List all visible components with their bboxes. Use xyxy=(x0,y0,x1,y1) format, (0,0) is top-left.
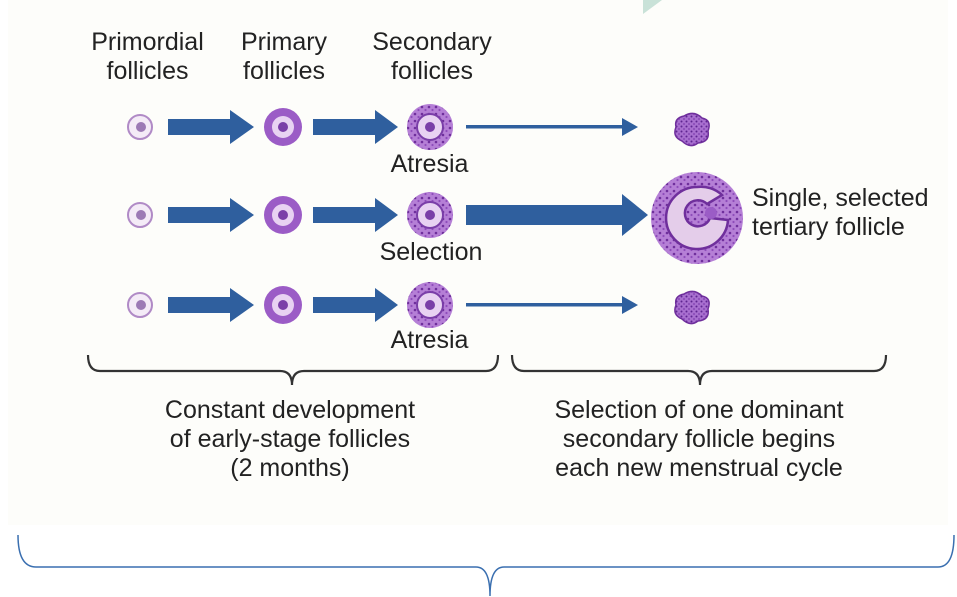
tertiary-label-line1: Single, selected xyxy=(752,184,929,212)
bottom-right-line2: secondary follicle begins xyxy=(562,425,836,453)
thick-arrow-to-tertiary-icon xyxy=(466,194,648,236)
arrow-primordial-to-primary-icon xyxy=(168,110,254,144)
atretic-follicle-icon xyxy=(674,112,710,147)
row-3-fate-label: Atresia xyxy=(390,326,469,354)
header-primary-line1: Primary xyxy=(240,28,328,56)
bottom-right-line1: Selection of one dominant xyxy=(554,396,844,424)
row-2 xyxy=(127,172,743,264)
header-secondary: Secondary follicles xyxy=(357,28,507,86)
secondary-follicle-icon xyxy=(407,104,453,150)
header-secondary-line1: Secondary xyxy=(372,28,492,56)
primordial-follicle-icon xyxy=(127,202,153,228)
primary-follicle-icon xyxy=(264,108,302,146)
row-2-fate-label: Selection xyxy=(379,238,483,266)
primordial-follicle-icon xyxy=(127,114,153,140)
header-primary: Primary follicles xyxy=(228,28,340,86)
primary-follicle-icon xyxy=(264,196,302,234)
bottom-right-line3: each new menstrual cycle xyxy=(555,454,843,482)
row-3 xyxy=(127,282,710,328)
arrow-primordial-to-primary-icon xyxy=(168,288,254,322)
secondary-follicle-icon xyxy=(407,282,453,328)
bottom-left-line2: of early-stage follicles xyxy=(169,425,411,453)
thin-arrow-to-atretic-icon xyxy=(466,118,638,136)
tertiary-follicle-label: Single, selected tertiary follicle xyxy=(752,184,957,242)
tertiary-label-line2: tertiary follicle xyxy=(752,213,905,241)
arrow-primary-to-secondary-icon xyxy=(313,288,398,322)
left-curly-bracket xyxy=(86,354,500,386)
header-secondary-line2: follicles xyxy=(391,57,473,85)
right-curly-bracket xyxy=(510,354,888,386)
bottom-left-caption: Constant development of early-stage foll… xyxy=(120,396,460,483)
bottom-left-line1: Constant development xyxy=(164,396,416,424)
primordial-follicle-icon xyxy=(127,292,153,318)
bottom-right-caption: Selection of one dominant secondary foll… xyxy=(508,396,890,483)
outer-overall-bracket xyxy=(17,534,955,597)
arrow-primary-to-secondary-icon xyxy=(313,110,398,144)
row-1-fate-label: Atresia xyxy=(390,150,469,178)
background-panel xyxy=(8,0,948,525)
arrow-primary-to-secondary-icon xyxy=(313,198,398,232)
header-primary-line2: follicles xyxy=(243,57,325,85)
bottom-left-line3: (2 months) xyxy=(230,454,350,482)
tertiary-follicle-icon xyxy=(651,172,743,264)
corner-accent xyxy=(643,0,662,14)
header-primordial-line1: Primordial xyxy=(91,28,204,56)
row-1 xyxy=(127,104,710,150)
atretic-follicle-icon xyxy=(674,290,710,325)
header-primordial-line2: follicles xyxy=(106,57,189,85)
secondary-follicle-icon xyxy=(407,192,453,238)
thin-arrow-to-atretic-icon xyxy=(466,296,638,314)
header-primordial: Primordial follicles xyxy=(70,28,225,86)
primary-follicle-icon xyxy=(264,286,302,324)
arrow-primordial-to-primary-icon xyxy=(168,198,254,232)
